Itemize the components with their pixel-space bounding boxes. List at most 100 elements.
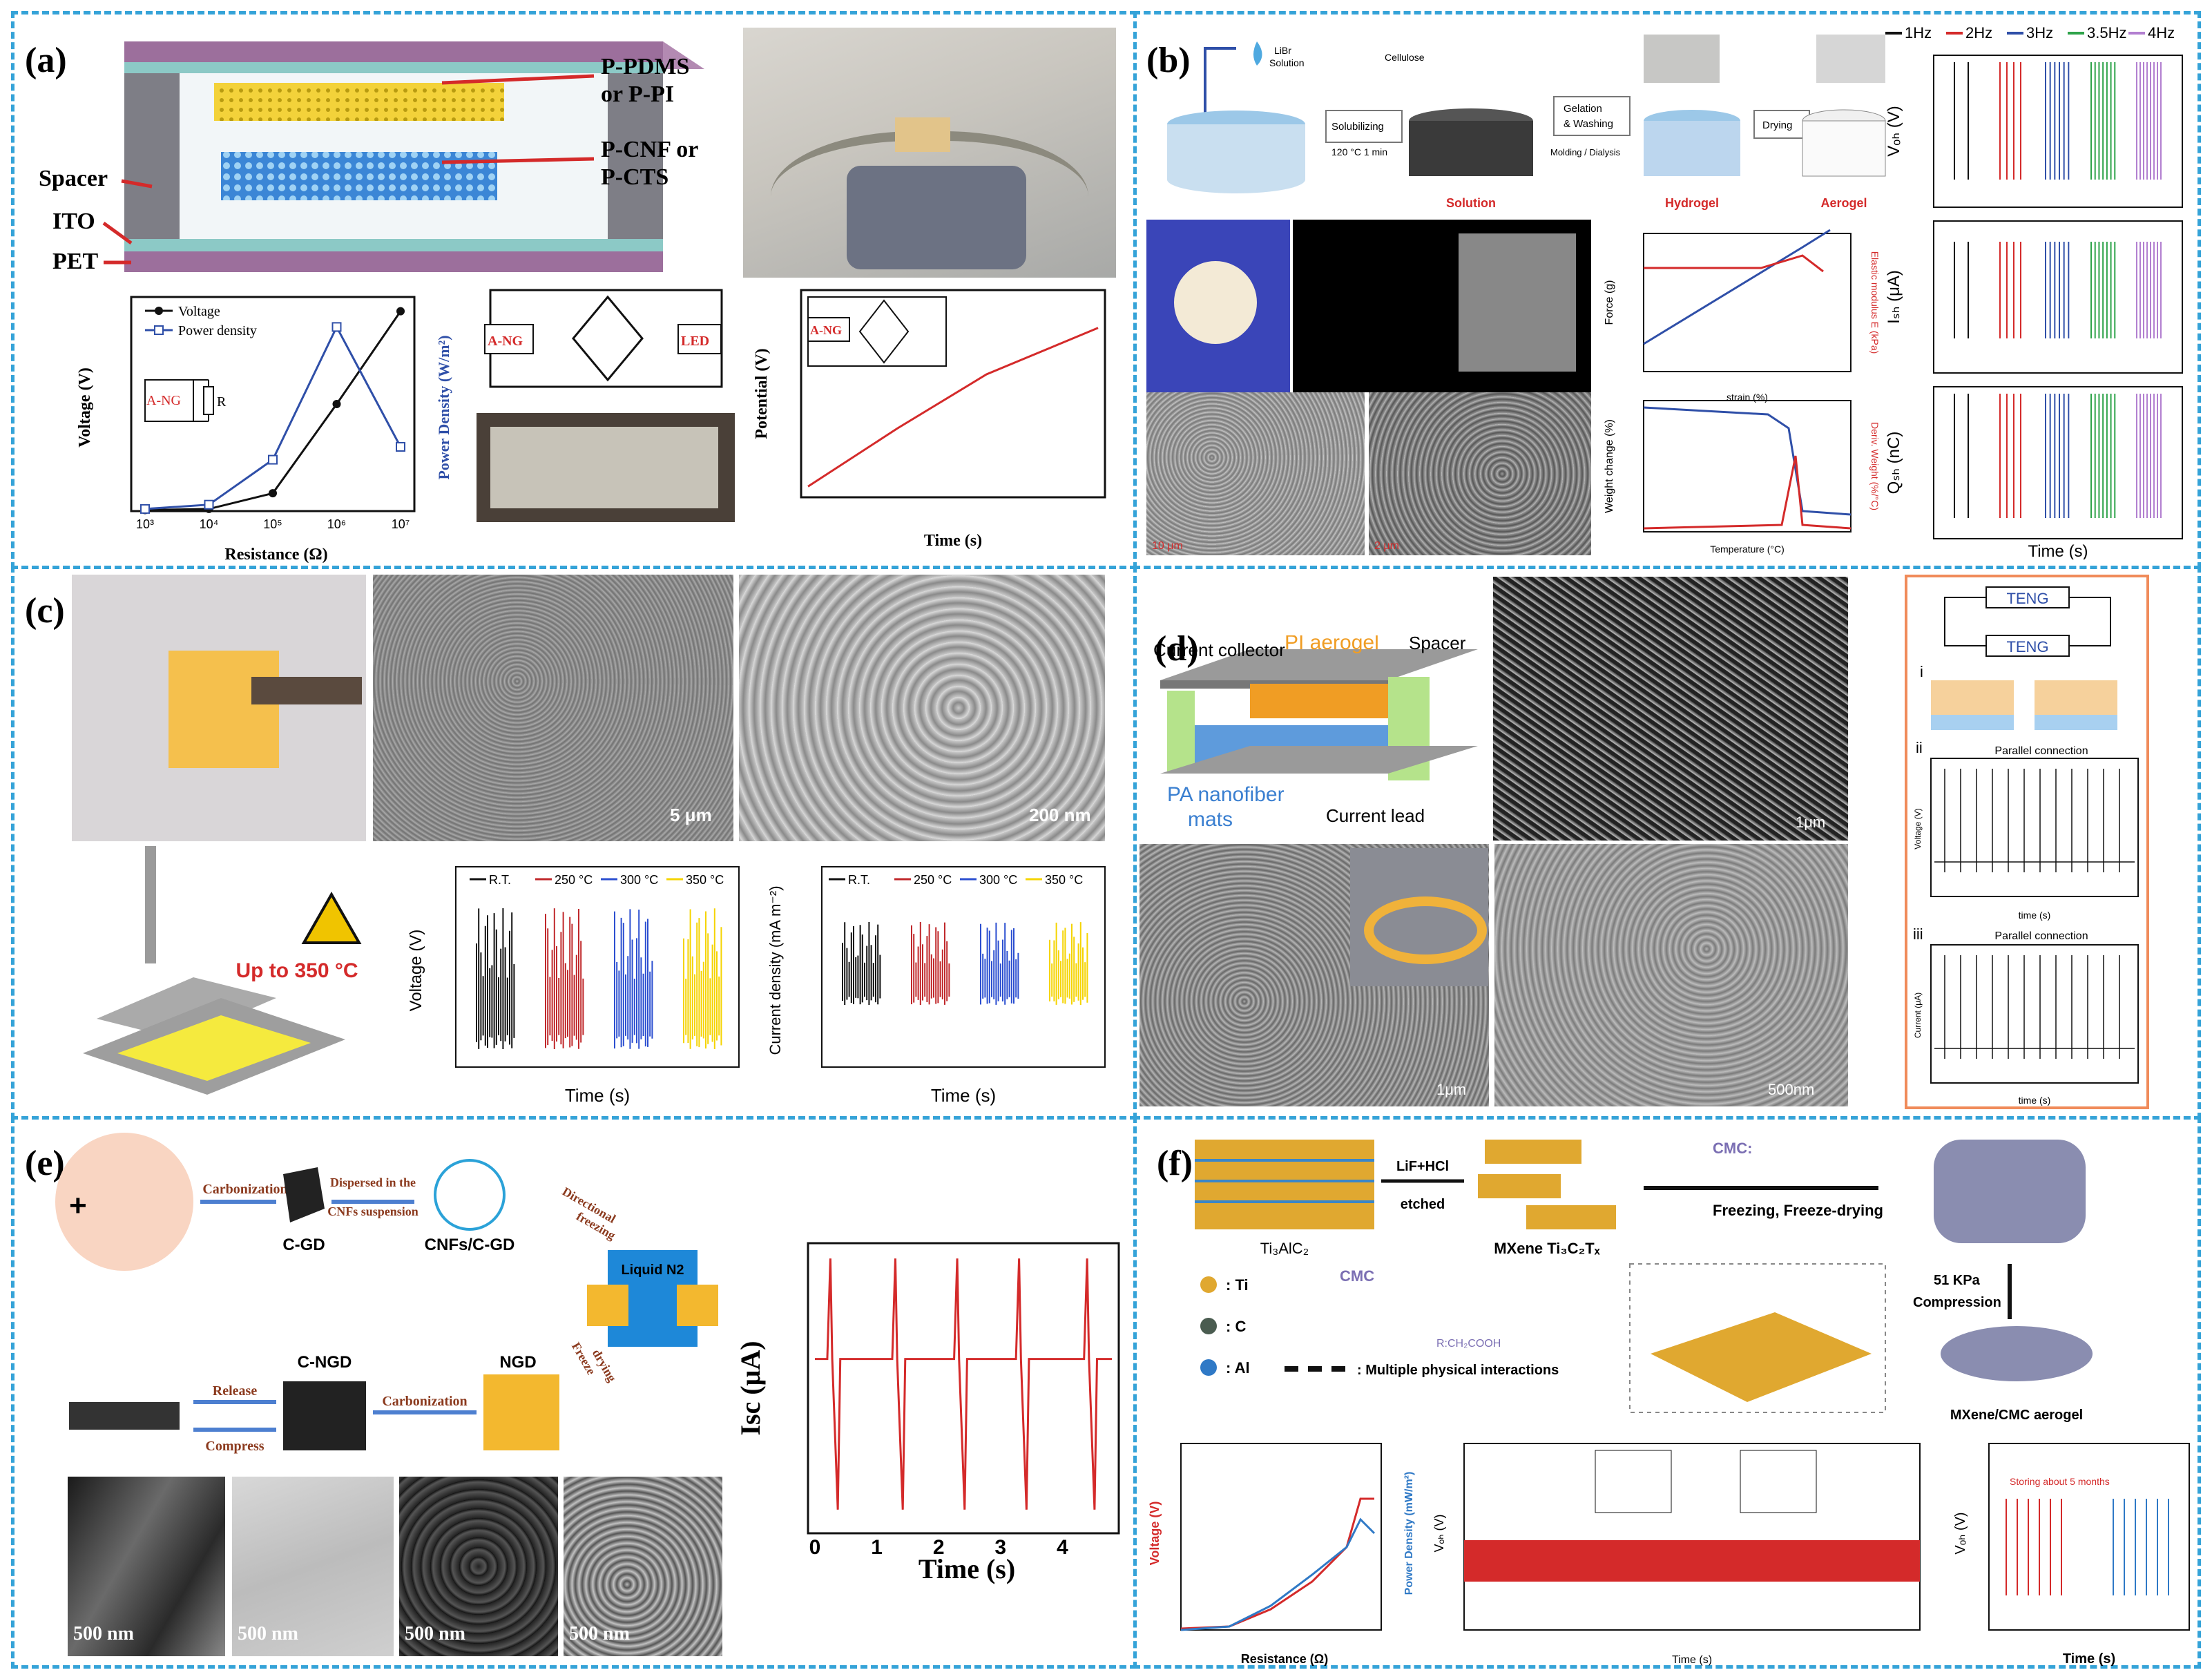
- teng-label-2: TENG: [2006, 638, 2048, 655]
- sem-d1-scale: 1μm: [1796, 814, 1826, 831]
- c-j-ylabel: Current density (mA m⁻²): [767, 885, 784, 1055]
- c-legend-item: 350 °C: [1045, 873, 1083, 887]
- a1-circuit-ang: A-NG: [146, 393, 181, 408]
- e-ylabel: Isc (μA): [735, 1341, 766, 1435]
- e-step-carbonization-2: Carbonization: [382, 1394, 467, 1409]
- sem-image-b2: [1369, 392, 1591, 555]
- led-circuit-diagram: A-NG LED: [484, 289, 723, 388]
- c-legend-item: 350 °C: [686, 873, 724, 887]
- a1-power-point: [396, 442, 405, 452]
- f-c3-ylabel: Vₒₕ (V): [1953, 1512, 1968, 1554]
- reagent-libr: LiBr: [1274, 45, 1291, 56]
- b-xlabel: Time (s): [2028, 542, 2088, 559]
- e-mat-cngd: C-NGD: [298, 1353, 352, 1372]
- panel-a-label: (a): [25, 41, 67, 80]
- d-sub-title-1: Parallel connection: [1994, 745, 2088, 757]
- c-legend-item: R.T.: [848, 873, 870, 887]
- e-xtick: 0: [809, 1536, 821, 1559]
- e-xlabel: Time (s): [919, 1553, 1015, 1584]
- panel-d-label: (d): [1155, 629, 1199, 669]
- d-roman-ii: ii: [1916, 739, 1923, 756]
- f-c1-xlabel: Resistance (Ω): [1241, 1652, 1328, 1666]
- reagent-solution: Solution: [1269, 57, 1305, 68]
- force-strain-chart: Force (g) Elastic modulus E (kPa) strain…: [1604, 229, 1878, 403]
- f-step-lif: LiF+HCl: [1396, 1159, 1449, 1174]
- sem-b2-scale: 2 μm: [1374, 540, 1399, 552]
- svg-text:+: +: [69, 1189, 87, 1222]
- a1-power-point: [268, 454, 278, 465]
- panel-f: [1133, 1116, 2201, 1669]
- f-step-freezing: Freezing, Freeze-drying: [1713, 1202, 1883, 1219]
- tem-e2-scale: 500 nm: [238, 1623, 298, 1644]
- f-legend-r: R:CH₂COOH: [1436, 1338, 1501, 1350]
- c-legend-item: 250 °C: [914, 873, 952, 887]
- a1-xtick: 10⁶: [327, 517, 346, 531]
- a2-potential-line: [807, 327, 1099, 488]
- sem-e3-scale: 500 nm: [405, 1623, 465, 1644]
- tga-xlabel: Temperature (°C): [1710, 544, 1785, 555]
- teng-label-1: TENG: [2006, 590, 2048, 607]
- reagent-cellulose: Cellulose: [1385, 52, 1425, 63]
- d-part-collector: Current collector: [1153, 640, 1285, 660]
- hot-plate-illustration: Up to 350 °C: [83, 846, 362, 1095]
- panel-e-label: (e): [25, 1144, 65, 1183]
- a1-power-point: [204, 499, 214, 510]
- f-legend-al: : Al: [1226, 1359, 1250, 1376]
- e-xtick: 2: [933, 1536, 945, 1559]
- f-step-etched: etched: [1401, 1197, 1445, 1212]
- product-solution: Solution: [1446, 196, 1496, 210]
- a1-xtick: 10⁵: [263, 517, 282, 531]
- f-storage-chart: Storing about 5 months Vₒₕ (V) Time (s): [1953, 1443, 2190, 1667]
- f-c2-ylabel: Vₒₕ (V): [1432, 1514, 1446, 1552]
- d-c-ylabel: Current (μA): [1913, 992, 1923, 1038]
- bending-device-photo: [743, 28, 1116, 278]
- layer-label-pet: PET: [52, 249, 99, 274]
- d-part-pa: PA nanofiber: [1167, 783, 1285, 806]
- sem-e1-scale: 500 nm: [73, 1623, 134, 1644]
- b-legend-item: 1Hz: [1905, 24, 1932, 41]
- aerogel-disk-photo: [1146, 220, 1290, 392]
- ngd-process-diagram: + Carbonization C-GD Dispersed in the CN…: [55, 1133, 718, 1454]
- pi-aerogel-device-schematic: Current collector PI aerogel Spacer PA n…: [1153, 635, 1478, 831]
- e-isc-line: [815, 1258, 1112, 1510]
- product-aerogel: Aerogel: [1820, 196, 1867, 210]
- a1-xtick: 10⁷: [392, 517, 410, 531]
- parallel-connection-panel: TENG TENG i ii Parallel connection Volta…: [1905, 575, 2149, 1109]
- e-mat-cgd: C-GD: [282, 1236, 325, 1254]
- f-step-cmc: CMC:: [1713, 1140, 1752, 1157]
- e-xtick: 1: [871, 1536, 883, 1559]
- c-legend-item: 300 °C: [620, 873, 658, 887]
- flexible-film-photo: [1350, 848, 1488, 986]
- sem-image-e1: [68, 1477, 225, 1656]
- a1-voltage-point: [332, 400, 341, 408]
- e-mat-liquidn2: Liquid N2: [621, 1263, 684, 1278]
- f-legend-cmc: CMC: [1340, 1267, 1374, 1285]
- tga-ylabel-left: Weight change (%): [1604, 419, 1615, 513]
- c-legend-item: 300 °C: [979, 873, 1017, 887]
- d-sub-title-2: Parallel connection: [1994, 930, 2088, 942]
- d-v-ylabel: Voltage (V): [1913, 808, 1923, 849]
- a1-ylabel-left: Voltage (V): [76, 367, 94, 448]
- f-step-51kpa: 51 KPa: [1934, 1273, 1981, 1288]
- layer-label-pcts: P-CTS: [601, 164, 669, 190]
- mech-ylabel-left: Force (g): [1604, 280, 1615, 325]
- f-legend-interactions: : Multiple physical interactions: [1357, 1363, 1559, 1378]
- sem-b1-scale: 10 μm: [1152, 540, 1183, 552]
- e-mat-cnfs-cgd: CNFs/C-GD: [425, 1236, 515, 1254]
- layer-label-spacer: Spacer: [39, 166, 108, 191]
- layer-label-pcnf: P-CNF or: [601, 137, 699, 162]
- e-step-compress: Compress: [205, 1439, 264, 1454]
- a1-power-line: [144, 325, 402, 510]
- d-roman-i: i: [1920, 663, 1923, 680]
- c-legend-item: 250 °C: [555, 873, 593, 887]
- sem-image-d1: [1493, 577, 1848, 841]
- e-step-dispersed: Dispersed in the: [330, 1176, 416, 1189]
- a1-power-point: [331, 322, 342, 332]
- circuit2-ang: A-NG: [488, 334, 523, 349]
- sem-image-d3: [1494, 844, 1848, 1106]
- e-xtick: 4: [1057, 1536, 1068, 1559]
- e-step-cnfs: CNFs suspension: [327, 1205, 419, 1218]
- tem-e4-scale: 500 nm: [569, 1623, 630, 1644]
